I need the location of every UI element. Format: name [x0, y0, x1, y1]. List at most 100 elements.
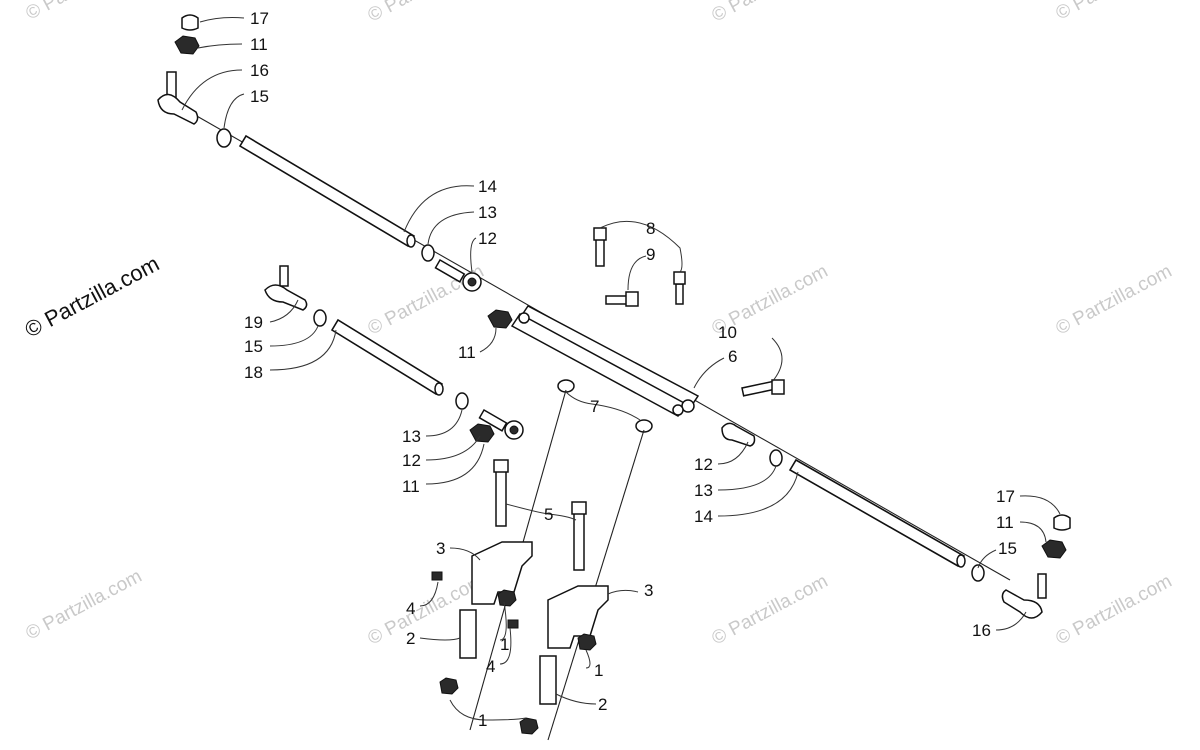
leader-3a [449, 547, 481, 561]
callout-3-left: 3 [436, 539, 445, 558]
leader-13c [717, 465, 777, 491]
leader-1b [585, 649, 591, 669]
bolt-5-right [573, 511, 585, 571]
callout-11-center: 11 [458, 343, 476, 362]
upper-left-tie-rod-end [157, 14, 232, 148]
watermark-3: © Partzilla.com [708, 0, 831, 26]
leader-1a [499, 601, 507, 641]
callout-13-upper: 13 [478, 203, 497, 222]
leader-lines [181, 17, 1061, 721]
nut-1-left-arm [497, 589, 517, 607]
ball-joint-12-left-inner [509, 425, 519, 435]
leader-19 [269, 299, 299, 323]
leader-6 [693, 357, 725, 389]
jam-nut-15-upper [216, 128, 232, 148]
tie-rod-14-lower-end [956, 554, 966, 568]
leader-10 [771, 337, 783, 383]
leader-11d [1019, 521, 1047, 543]
callout-13-left: 13 [402, 427, 421, 446]
sleeve-2-left [459, 609, 477, 659]
leader-4a [419, 581, 439, 607]
steering-arm-assemblies [431, 389, 645, 741]
steering-arm-3-left [471, 541, 533, 605]
callout-15-upper: 15 [250, 87, 269, 106]
callout-15-right: 15 [998, 539, 1017, 558]
callout-13-right: 13 [694, 481, 713, 500]
callout-6: 6 [728, 347, 737, 366]
cap-17-upper [181, 14, 199, 31]
leader-12c [717, 441, 749, 465]
watermark-5: © Partzilla.com [364, 261, 487, 340]
callout-2-left: 2 [406, 629, 415, 648]
leader-16a [181, 69, 243, 111]
threaded-stud-12-upper [434, 258, 466, 283]
callout-17-lower: 17 [996, 487, 1015, 506]
right-tie-rod-group [721, 422, 1071, 619]
bolt-8-right [675, 283, 684, 305]
leader-17b [1019, 495, 1061, 515]
callout-14-right: 14 [694, 507, 713, 526]
jam-nut-13-upper [421, 244, 435, 262]
callout-17-upper: 17 [250, 9, 269, 28]
callout-11-upper: 11 [250, 35, 268, 54]
nut-1-right-arm [577, 633, 597, 651]
stud-16-lower [1037, 573, 1047, 599]
callout-11-left: 11 [402, 477, 420, 496]
leader-12b [425, 435, 481, 461]
leader-2a [419, 637, 461, 641]
callout-1-bottom: 1 [478, 711, 487, 730]
leader-5 [505, 503, 577, 521]
jam-nut-13-left [455, 392, 469, 410]
leader-14a [403, 185, 475, 233]
left-tie-rod-group [264, 265, 524, 443]
tie-rod-18-end [434, 382, 444, 396]
bolt-10 [741, 379, 785, 397]
axis-line-vertical-right [547, 429, 645, 741]
callout-2-right: 2 [598, 695, 607, 714]
watermark-1: © Partzilla.com [22, 0, 145, 24]
threaded-stud-12-left [478, 408, 508, 432]
leader-17a [199, 17, 245, 23]
watermark-11: © Partzilla.com [1052, 571, 1175, 650]
tie-rod-14-lower-body [788, 458, 966, 568]
leader-3b [607, 589, 639, 595]
stud-19 [279, 265, 289, 287]
nut-11-upper [174, 35, 200, 55]
leader-11c [425, 443, 485, 485]
bolt-8-left-head [593, 227, 607, 241]
callout-16-lower: 16 [972, 621, 991, 640]
bolt-10-shank [741, 380, 776, 397]
cap-17-lower [1053, 514, 1071, 531]
bolt-8-right-head [673, 271, 686, 285]
bolt-8-left [595, 237, 605, 267]
ball-joint-12-upper-inner [467, 277, 477, 287]
callout-3-right: 3 [644, 581, 653, 600]
tie-rod-end-16-lower [1001, 589, 1043, 619]
bracket-hole-right-2 [672, 404, 684, 416]
leader-8 [599, 220, 683, 273]
leader-15a [223, 93, 245, 129]
leader-16b [995, 611, 1027, 631]
nut-11-left-lower [469, 423, 495, 443]
leader-11a [197, 43, 243, 49]
steering-arm-3-right [547, 585, 609, 649]
leader-14b [717, 471, 799, 517]
callout-4-left: 4 [406, 599, 415, 618]
center-bracket-6-back [518, 305, 700, 409]
callout-12-left: 12 [402, 451, 421, 470]
watermark-7: © Partzilla.com [1052, 261, 1175, 340]
bolt-5-left-head [493, 459, 509, 473]
nut-1-right-bottom [519, 717, 539, 735]
callout-8: 8 [646, 219, 655, 238]
bracket-hole-left [518, 312, 530, 324]
leader-15b [269, 325, 319, 347]
callout-1-arm-left: 1 [500, 635, 509, 654]
jam-nut-15-right [971, 564, 985, 582]
bolt-9 [605, 295, 629, 305]
tie-rod-14-upper-end [406, 234, 416, 248]
watermark-4: © Partzilla.com [1052, 0, 1175, 24]
callout-12-upper: 12 [478, 229, 497, 248]
callout-7: 7 [590, 397, 599, 416]
callout-4-right: 4 [486, 657, 495, 676]
callout-10: 10 [718, 323, 737, 342]
